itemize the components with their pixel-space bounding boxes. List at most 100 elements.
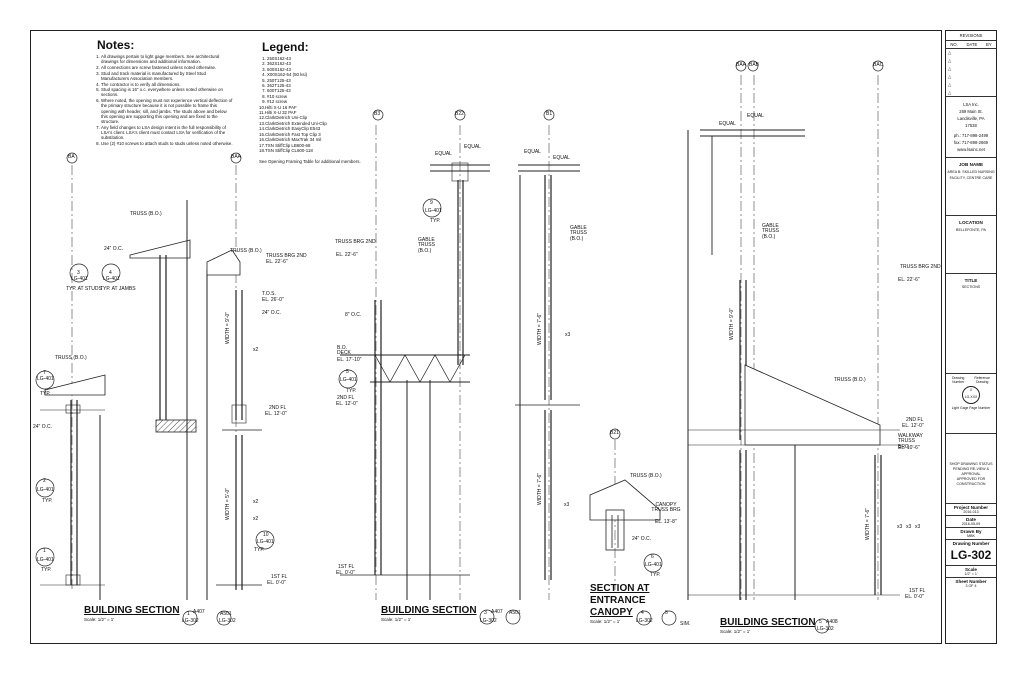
section-5-ref: A408 [826, 619, 838, 625]
section-3-scale: Scale: 1/2" = 1' [381, 617, 412, 622]
tag-sheet: LG-401 [37, 487, 54, 493]
company-info: LSA Inc. 269 Main St. Landisville, PA 17… [946, 97, 996, 158]
label-walkway-truss-brg: WALKWAY TRUSS BRG [898, 433, 923, 450]
label-el-0-0: EL. 0'-0" [336, 570, 355, 576]
legend-item: 362S162-43 [267, 61, 369, 66]
legend-item: 600S162-43 [267, 67, 369, 72]
legend-item: 362T125-43 [267, 83, 369, 88]
tag-number: 10 [263, 532, 269, 538]
company-fax: fax: 717-898-2669 [954, 140, 988, 145]
revisions-rows: △△△△△△ [946, 49, 996, 97]
label-el-17-10: EL. 17'-10" [337, 357, 362, 363]
legend-item: 250S162-43 [267, 56, 369, 61]
section-5-tag-sheet: LG-302 [817, 626, 834, 632]
label-x3: x3 [564, 502, 570, 508]
sheet-number-block: Sheet Number 3 OF 4 [946, 578, 996, 589]
key-caption: Light Gage Page Number [951, 406, 991, 410]
legend-item: 12.ClarkDietrich Uni-Clip [259, 115, 308, 121]
label-typ: TYP. [430, 218, 441, 224]
label-24-oc: 24" O.C. [262, 310, 282, 316]
building-section-1-linework [40, 165, 262, 600]
section-3-title: BUILDING SECTION [381, 605, 477, 616]
note-item: All drawings pertain to light gage membe… [101, 54, 233, 64]
label-x2: x2 [253, 499, 259, 505]
section-4-title-line3: CANOPY [590, 607, 633, 618]
section-4-scale: Scale: 1/2" = 1' [590, 619, 621, 624]
label-2nd-fl: 2ND FL [337, 395, 355, 401]
label-2nd-fl: 2ND FL [269, 405, 287, 411]
grid-label: BAA [736, 62, 747, 68]
building-section-3-linework [340, 125, 580, 600]
legend-item: #10 screw [267, 94, 369, 99]
label-width-9: WIDTH = 9'-0" [225, 311, 231, 344]
drawing-title: SECTIONS [961, 285, 981, 289]
note-item: Use (2) #10 screws to attach studs to st… [101, 141, 233, 146]
company-zip: 17538 [965, 123, 977, 128]
legend-footer: See Opening Framing Table for additional… [259, 159, 361, 165]
drawn-by: MBK [967, 534, 975, 538]
label-x2: x2 [253, 516, 259, 522]
sheet-number: 3 OF 4 [965, 584, 977, 588]
key-sheet: LG-XXX [964, 395, 978, 399]
title-section: TITLE SECTIONS [946, 274, 996, 374]
label-typ: TYP. [41, 567, 52, 573]
tag-sheet: LG-401 [37, 376, 54, 382]
note-item: Stud spacing is 16" o.c. everywhere unle… [101, 87, 233, 97]
status-block: SHOP DRAWING STATUS PENDING RE-VIEW & AP… [946, 434, 996, 504]
company-name: LSA Inc. [963, 102, 979, 107]
location-block: LOCATION BELLEFONTE, PA [946, 216, 996, 274]
section-4-title-line1: SECTION AT [590, 583, 650, 594]
tag-sheet: LG-401 [37, 557, 54, 563]
label-typ: TYP. [40, 391, 51, 397]
section-4-sim: SIM. [680, 621, 691, 627]
label-truss-bo: TRUSS (B.O.) [630, 473, 662, 479]
section-4-tag-number: 4 [641, 610, 644, 616]
label-equal: EQUAL [747, 113, 764, 119]
note-item: Where noted, the opening must not experi… [101, 98, 233, 124]
tag-number: 4 [109, 270, 112, 276]
label-el-0-0: EL. 0'-0" [905, 594, 924, 600]
legend-item: 16.ClarkDietrich MaxTrak 34 mil [259, 137, 322, 143]
company-web: www.lsainc.net [957, 147, 985, 152]
project-number-label: Project Number [953, 505, 989, 510]
label-typ: TYP. [346, 388, 357, 394]
legend-item: 18.TSN StiffClip CL600-118 [259, 147, 313, 153]
label-canopy-truss-brg: CANOPY TRUSS BRG [651, 502, 681, 514]
drawing-number-block: Drawing Number LG-302 [946, 540, 996, 566]
section-4-tag-number-b: 5 [665, 610, 668, 616]
label-24-oc: 24" O.C. [33, 424, 53, 430]
grid-bubbles [66, 60, 884, 440]
legend-item: X00S162-54 (50 ksi) [267, 72, 369, 77]
tag-number: 9 [430, 200, 433, 206]
grid-label: BAC [873, 62, 884, 68]
tag-number: 1 [43, 548, 46, 554]
section-1-ref: A407 [193, 609, 205, 615]
label-el-12-0: EL. 12'-0" [902, 423, 924, 429]
title-label: TITLE [964, 278, 978, 283]
label-el-13-8: EL. 13'-8" [655, 519, 677, 525]
note-item: The contractor is to verify all dimensio… [101, 82, 233, 87]
tag-sheet: LG-401 [257, 539, 274, 545]
note-item: All connections are screw fastened unles… [101, 65, 233, 70]
section-1-tag-sheet: LG-302 [219, 618, 236, 624]
label-equal: EQUAL [464, 144, 481, 150]
label-x3: x3 [897, 524, 903, 530]
label-truss-brg-2nd: TRUSS BRG 2ND [900, 264, 941, 270]
label-el-0-0: EL. 0'-0" [267, 580, 286, 586]
label-el-10-6: EL. 10'-6" [898, 445, 920, 451]
date-label: Date [966, 517, 976, 522]
label-el-22-6: EL. 22'-6" [898, 277, 920, 283]
label-gable-truss: GABLE TRUSS (B.O.) [570, 225, 587, 242]
grid-label: B3 [374, 111, 381, 117]
section-1-tag-number: 1 [187, 611, 190, 617]
section-1-title: BUILDING SECTION [84, 605, 180, 616]
label-24-oc: 24" O.C. [632, 536, 652, 542]
grid-label: B21 [610, 430, 619, 436]
label-el-22-6: EL. 22'-6" [336, 252, 358, 258]
section-4-title-line2: ENTRANCE [590, 595, 646, 606]
label-tos: T.O.S. [262, 291, 276, 297]
label-typ: TYP. [42, 498, 53, 504]
label-truss-brg-2nd: TRUSS BRG 2ND [335, 239, 376, 245]
scale-label: Scale [964, 567, 977, 572]
